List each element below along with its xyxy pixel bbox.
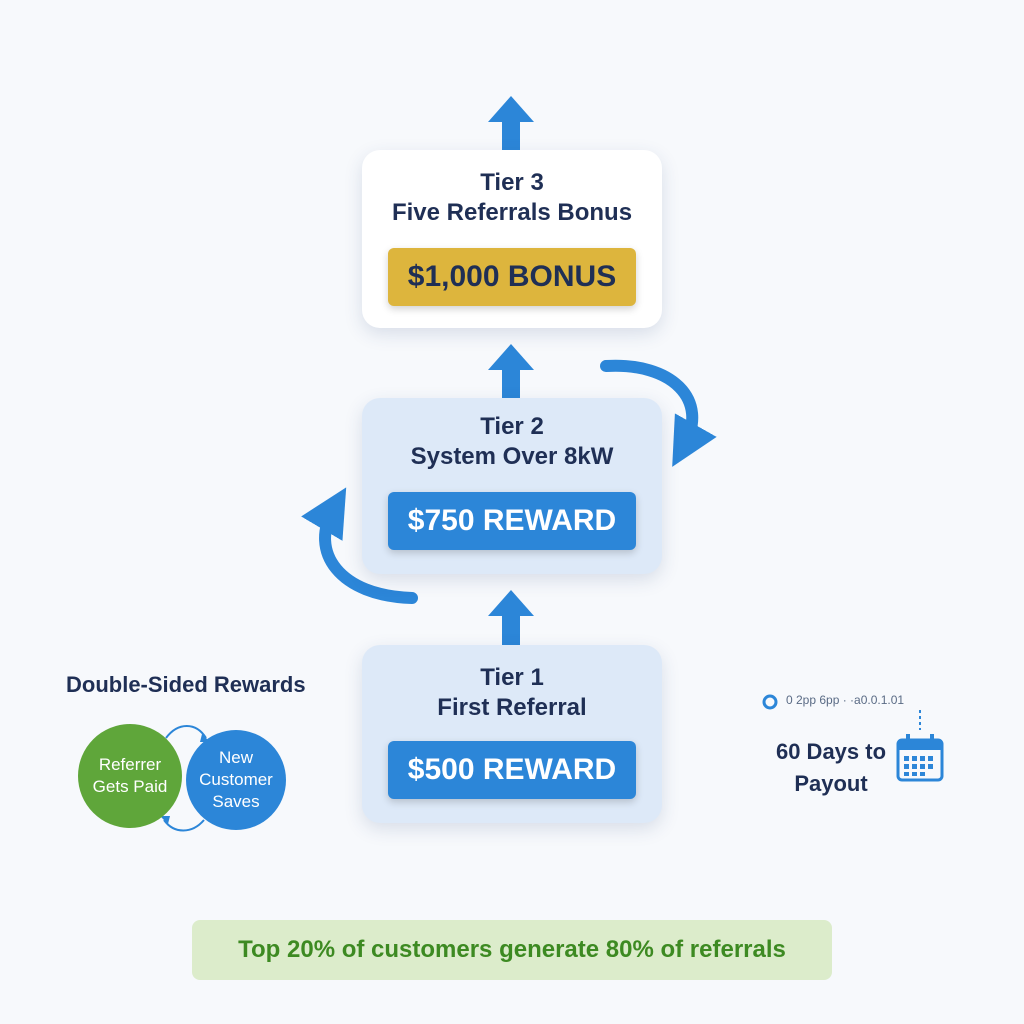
curved-arrow-left bbox=[301, 487, 418, 604]
tier-1-description: First Referral bbox=[437, 694, 587, 721]
tier-2-name: Tier 2 bbox=[480, 413, 544, 440]
exchange-arrow-bottom bbox=[163, 819, 205, 832]
timeline-dot bbox=[762, 694, 778, 710]
timeline-text: 0 2pp 6pp · ·a0.0.1.01 bbox=[786, 693, 905, 707]
tier-3-name: Tier 3 bbox=[480, 169, 544, 196]
exchange-arrow-top bbox=[165, 725, 207, 739]
bottom-banner: Top 20% of customers generate 80% of ref… bbox=[192, 920, 832, 980]
tier-3-description: Five Referrals Bonus bbox=[391, 199, 633, 226]
referrer-label: Referrer Gets Paid bbox=[92, 755, 168, 796]
double-sided-title: Double-Sided Rewards bbox=[66, 672, 306, 697]
tier-2-reward: $750 REWARD bbox=[388, 492, 636, 550]
calendar-icon bbox=[896, 734, 944, 782]
tier-1-card: Tier 1 First Referral $500 REWARD bbox=[362, 645, 662, 823]
curved-arrow-right bbox=[600, 359, 717, 467]
tier-3-card: Tier 3 Five Referrals Bonus $1,000 BONUS bbox=[362, 150, 662, 328]
tier-2-description: System Over 8kW bbox=[410, 443, 614, 470]
payout-label: 60 Days to Payout bbox=[775, 739, 887, 796]
tier-1-name: Tier 1 bbox=[480, 664, 544, 691]
customer-label: New Customer Saves bbox=[199, 748, 273, 811]
tier-3-reward: $1,000 BONUS bbox=[388, 248, 636, 306]
referrer-circle: Referrer Gets Paid bbox=[78, 724, 182, 828]
tier-2-card: Tier 2 System Over 8kW $750 REWARD bbox=[362, 398, 662, 574]
up-arrow-bottom bbox=[488, 590, 534, 646]
customer-circle: New Customer Saves bbox=[186, 730, 286, 830]
up-arrow-top bbox=[488, 96, 534, 150]
tier-1-reward: $500 REWARD bbox=[388, 741, 636, 799]
up-arrow-middle bbox=[488, 344, 534, 398]
